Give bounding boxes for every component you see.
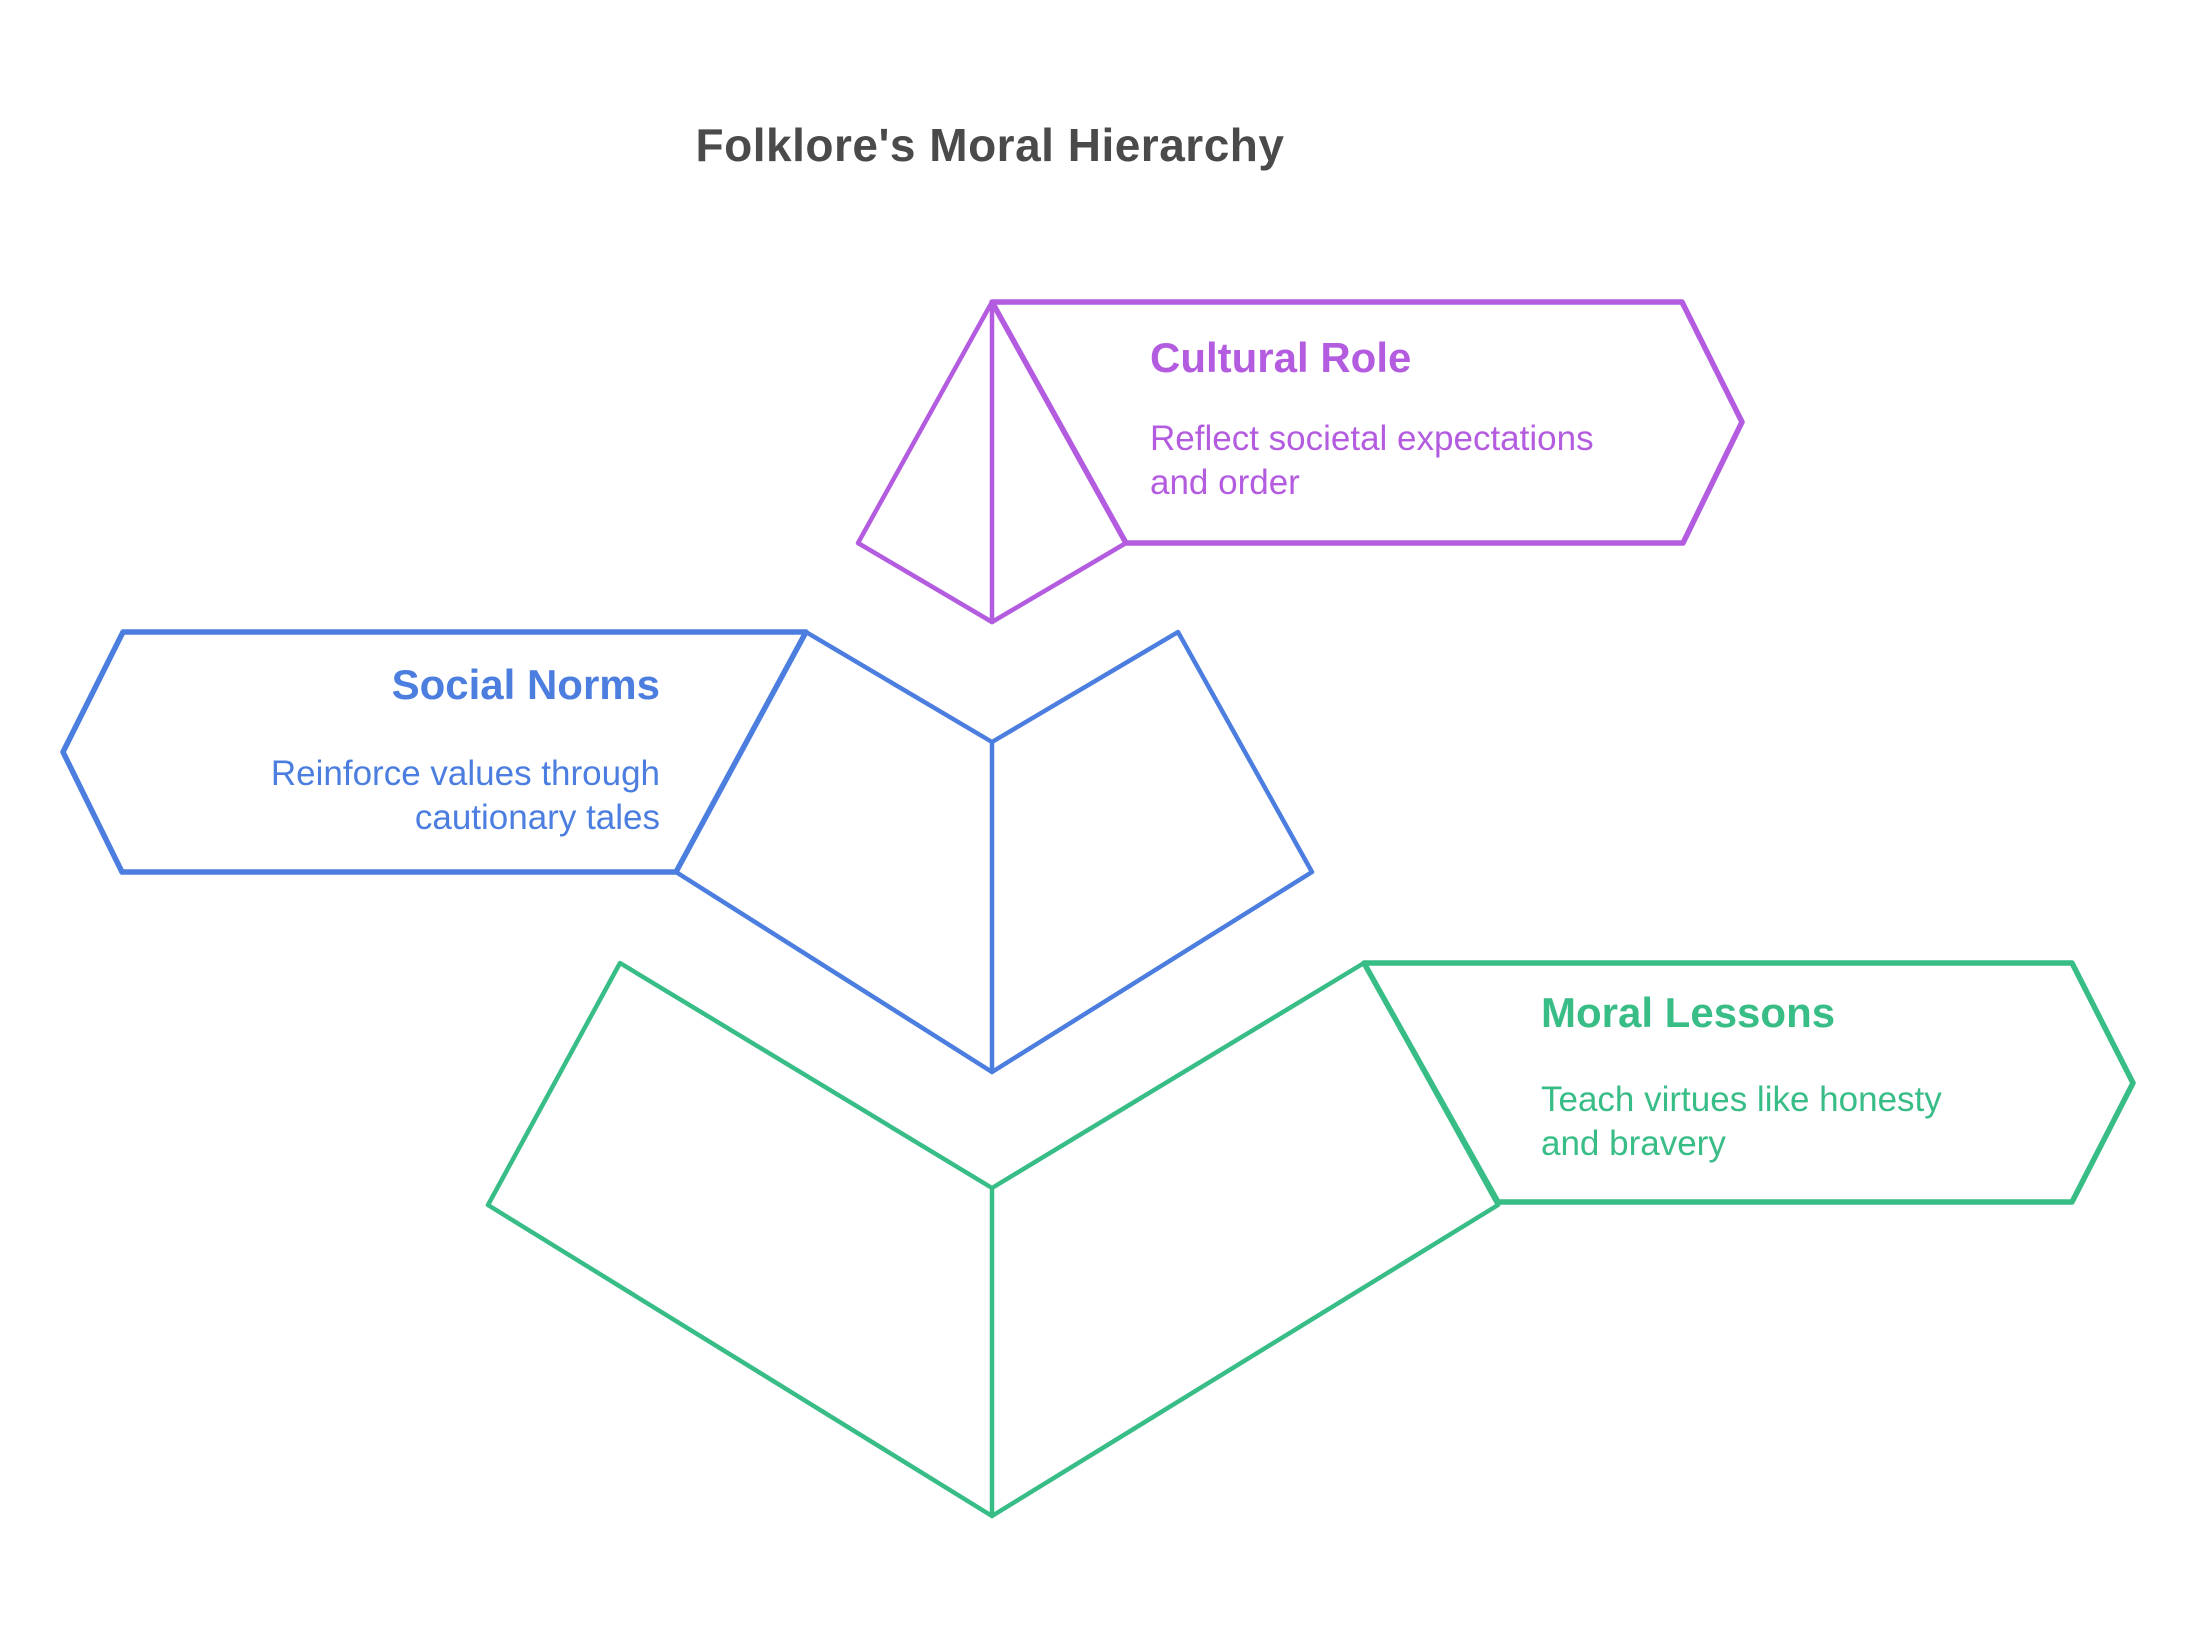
level-3-description-line-2: and bravery — [1541, 1124, 1726, 1163]
level-1-title: Cultural Role — [1150, 334, 1412, 381]
level-3-description: Teach virtues like honesty and bravery — [1541, 1078, 2011, 1166]
pyramid-level-1 — [855, 299, 1129, 625]
level-1-description-line-1: Reflect societal expectations — [1150, 419, 1594, 458]
callout-level-3-shape — [1361, 960, 2136, 1205]
level-2-title: Social Norms — [391, 661, 660, 708]
page-title: Folklore's Moral Hierarchy — [695, 119, 1285, 171]
level-2-description-line-2: cautionary tales — [414, 798, 660, 837]
level-3-title: Moral Lessons — [1541, 989, 1836, 1036]
level-2-description-line-1: Reinforce values through — [270, 754, 660, 793]
level-1-description-line-2: and order — [1150, 463, 1300, 502]
callout-level-2-shape — [60, 629, 809, 875]
callout-level-1-shape — [989, 299, 1745, 546]
level-1-description: Reflect societal expectations and order — [1150, 417, 1675, 505]
level-3-description-line-1: Teach virtues like honesty — [1541, 1080, 1942, 1119]
level-2-description: Reinforce values through cautionary tale… — [200, 752, 660, 840]
pyramid-level-3 — [485, 960, 1501, 1519]
